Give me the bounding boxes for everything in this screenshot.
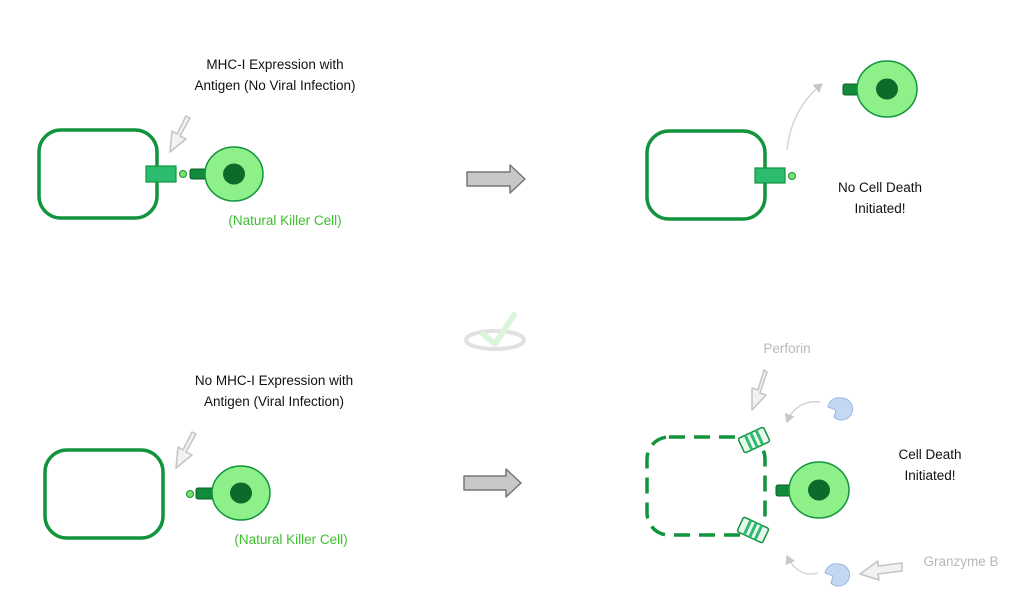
antigen-dot-bottom [186,490,194,498]
infected-target-cell [43,448,165,540]
nk-nucleus-departing [876,78,898,100]
bottom-result-line1: Cell Death [898,447,962,462]
nk-nucleus-attack [808,479,830,501]
perforin-label: Perforin [763,341,811,356]
pointer-arrow-icon [859,560,903,581]
pointer-arrow-icon [175,431,197,469]
pointer-arrow-icon [169,115,191,153]
bottom-caption-line2: Antigen (Viral Infection) [203,394,345,409]
bottom-nk-label: (Natural Killer Cell) [234,532,348,547]
top-caption: MHC-I Expression with Antigen (No Viral … [150,54,400,96]
bottom-result: Cell Death Initiated! [860,444,1000,486]
top-right-panel [645,60,918,221]
bottom-caption: No MHC-I Expression with Antigen (Viral … [149,370,399,412]
top-result-line1: No Cell Death [837,180,923,195]
perforin-pore-top [737,426,771,454]
nk-nucleus-bottom [230,482,252,504]
bottom-right-panel [645,369,903,587]
antigen-dot [179,170,187,178]
departure-arrow-icon [786,83,824,151]
top-nk-label: (Natural Killer Cell) [228,213,342,228]
granzyme-label: Granzyme B [923,554,999,569]
bottom-result-line2: Initiated! [904,468,956,483]
granzyme-entry-arrow-icon [784,401,821,424]
top-caption-line2: Antigen (No Viral Infection) [194,78,356,93]
healthy-target-cell [37,128,159,220]
granzyme-bottom-icon [824,563,850,587]
top-result: No Cell Death Initiated! [810,177,950,219]
process-arrow-icon [466,164,526,194]
nk-nucleus [223,163,245,185]
top-left-panel [37,115,264,220]
dying-target-cell [645,435,767,537]
checkmark-icon [464,312,526,351]
granzyme-entry-arrow-icon [785,554,819,575]
mhc-i-receptor-after [754,167,786,184]
mhc-i-receptor [145,165,177,183]
top-result-line2: Initiated! [854,201,906,216]
perforin-pore-bottom [736,516,770,544]
healthy-target-cell-after [645,129,767,221]
bottom-caption-line1: No MHC-I Expression with [194,373,354,388]
bottom-left-panel [43,431,271,540]
pointer-arrow-icon [751,369,768,411]
top-caption-line1: MHC-I Expression with [206,57,344,72]
granzyme-top-icon [827,397,853,421]
process-arrow-icon [463,468,522,498]
antigen-dot-after [788,172,796,180]
